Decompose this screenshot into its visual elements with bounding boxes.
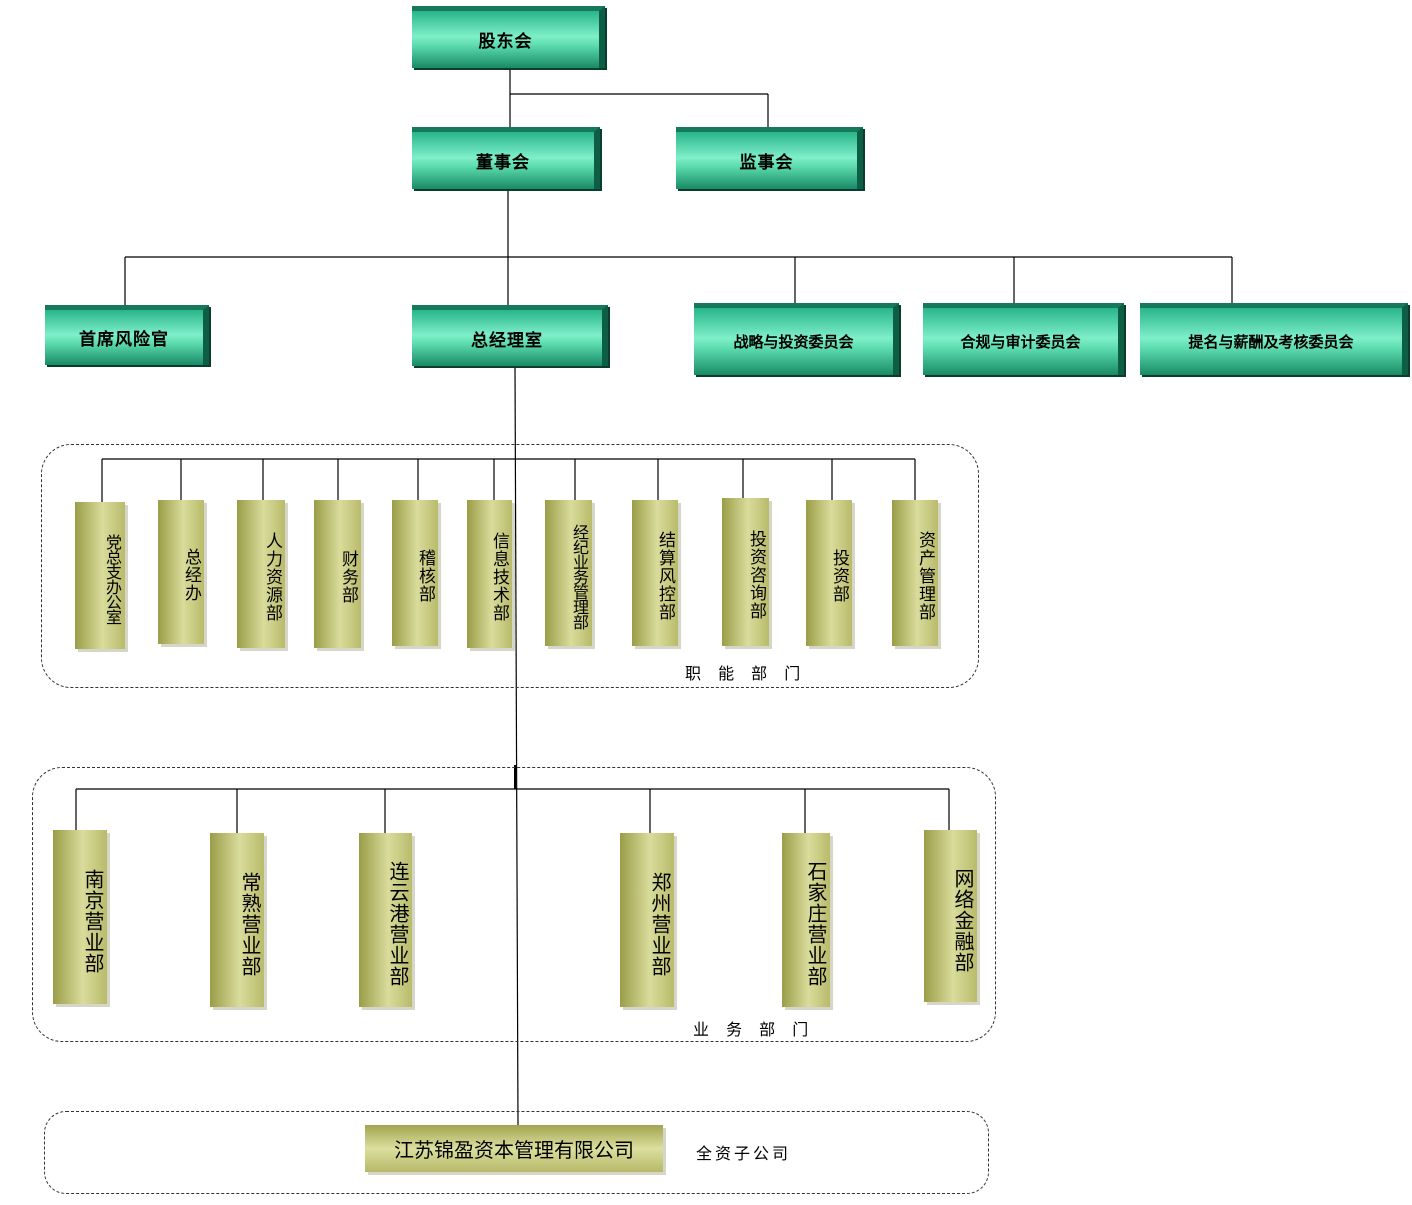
audit-committee-box: 合规与审计委员会 xyxy=(923,303,1124,375)
nomination-committee-box: 提名与薪酬及考核委员会 xyxy=(1140,303,1408,375)
functional-departments-label: 职 能 部 门 xyxy=(685,664,807,683)
supervisors-box: 监事会 xyxy=(676,127,863,189)
subsidiary-box: 江苏锦盈资本管理有限公司 xyxy=(365,1125,663,1172)
dept-investment-advisory: 投资咨询部 xyxy=(722,498,769,646)
dept-shijiazhuang: 石家庄营业部 xyxy=(782,833,830,1007)
dept-changshu: 常熟营业部 xyxy=(210,833,264,1007)
shareholders-box: 股东会 xyxy=(412,6,605,68)
dept-online-finance: 网络金融部 xyxy=(924,830,977,1002)
dept-nanjing: 南京营业部 xyxy=(53,830,107,1004)
cro-box: 首席风险官 xyxy=(45,305,209,365)
board-box: 董事会 xyxy=(412,127,600,189)
dept-finance: 财务部 xyxy=(314,500,361,648)
dept-investment: 投资部 xyxy=(806,500,852,646)
dept-audit: 稽核部 xyxy=(392,500,438,646)
dept-it: 信息技术部 xyxy=(467,500,512,648)
dept-lianyungang: 连云港营业部 xyxy=(359,833,412,1007)
subsidiary-label: 全资子公司 xyxy=(696,1144,792,1163)
dept-settlement-risk: 结算风控部 xyxy=(632,500,678,646)
dept-asset-management: 资产管理部 xyxy=(892,500,938,646)
dept-brokerage: 经纪业务管理部 xyxy=(545,500,592,646)
business-departments-region xyxy=(32,767,996,1042)
dept-party-office: 党总支办公室 xyxy=(75,502,125,649)
subsidiary-region xyxy=(44,1111,989,1194)
dept-zhengzhou: 郑州营业部 xyxy=(620,833,674,1007)
gm-office-box: 总经理室 xyxy=(412,305,608,366)
dept-hr: 人力资源部 xyxy=(237,500,285,648)
business-departments-label: 业 务 部 门 xyxy=(693,1020,815,1039)
dept-gm-office: 总经办 xyxy=(158,500,204,644)
functional-departments-region xyxy=(41,444,979,688)
strategy-committee-box: 战略与投资委员会 xyxy=(694,303,899,375)
